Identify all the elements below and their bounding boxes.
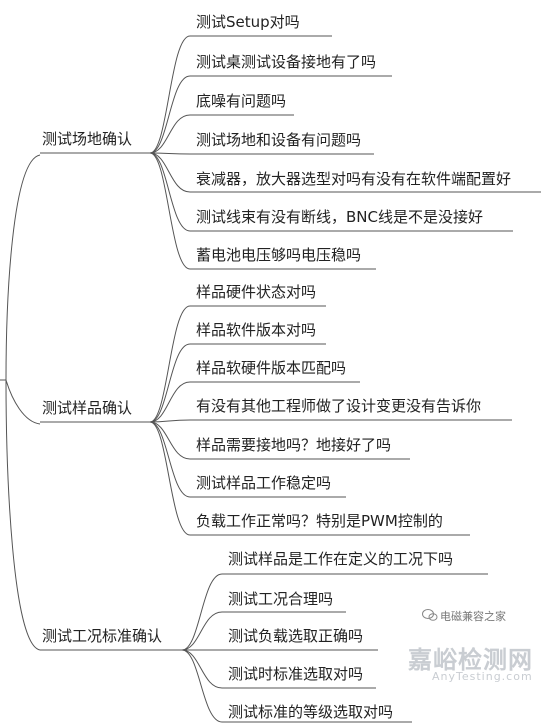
item-node: 样品软件版本对吗 — [196, 321, 317, 339]
branch-curve — [149, 152, 191, 155]
branch-curve — [181, 649, 223, 689]
branch-curve — [149, 75, 191, 154]
item-node: 样品软硬件版本匹配吗 — [196, 359, 347, 377]
item-node: 测试线束有没有断线，BNC线是不是没接好 — [196, 208, 483, 226]
item-node: 衰减器，放大器选型对吗有没有在软件端配置好 — [196, 170, 512, 188]
branch-curve — [149, 421, 191, 498]
item-node: 负载工作正常吗？特别是PWM控制的 — [196, 512, 443, 530]
branch-curve — [181, 573, 223, 651]
item-node: 测试桌测试设备接地有了吗 — [196, 53, 377, 71]
root-branch-curve — [5, 379, 41, 651]
group-label-test-site: 测试场地确认 — [42, 130, 133, 148]
item-node: 测试标准的等级选取对吗 — [228, 703, 394, 721]
group-label-test-conditions: 测试工况标准确认 — [42, 627, 163, 645]
item-node: 蓄电池电压够吗电压稳吗 — [196, 246, 362, 264]
item-node: 测试样品是工作在定义的工况下吗 — [228, 550, 454, 568]
branch-curve — [149, 421, 191, 536]
branch-curve — [149, 114, 191, 154]
wechat-icon — [422, 609, 438, 621]
branch-curve — [149, 35, 191, 154]
branch-curve — [181, 611, 223, 651]
branch-curve — [181, 649, 223, 723]
item-node: 测试场地和设备有问题吗 — [196, 131, 362, 149]
wechat-account-watermark: 电磁兼容之家 — [440, 610, 506, 623]
branch-curve — [149, 381, 191, 423]
item-node: 有没有其他工程师做了设计变更没有告诉你 — [196, 397, 482, 415]
branch-curve — [149, 421, 191, 460]
item-node: 测试负载选取正确吗 — [228, 627, 364, 645]
item-node: 样品需要接地吗？地接好了吗 — [196, 436, 392, 454]
item-node: 样品硬件状态对吗 — [196, 283, 317, 301]
branch-curve — [149, 152, 191, 232]
site-watermark-url: AnyTesting.com — [432, 670, 533, 683]
branch-curve — [149, 343, 191, 423]
group-label-test-sample: 测试样品确认 — [42, 399, 133, 417]
item-node: 测试时标准选取对吗 — [228, 665, 364, 683]
item-node: 测试样品工作稳定吗 — [196, 474, 332, 492]
site-watermark: 嘉峪检测网 — [408, 646, 533, 674]
branch-curve — [149, 419, 191, 423]
branch-curve — [149, 152, 191, 270]
item-node: 底噪有问题吗 — [196, 92, 287, 110]
branch-curve — [149, 152, 191, 193]
root-branch-curve — [5, 379, 41, 425]
item-node: 测试Setup对吗 — [196, 13, 300, 31]
item-node: 测试工况合理吗 — [228, 590, 334, 608]
root-branch-curve — [5, 154, 41, 381]
branch-curve — [149, 305, 191, 423]
